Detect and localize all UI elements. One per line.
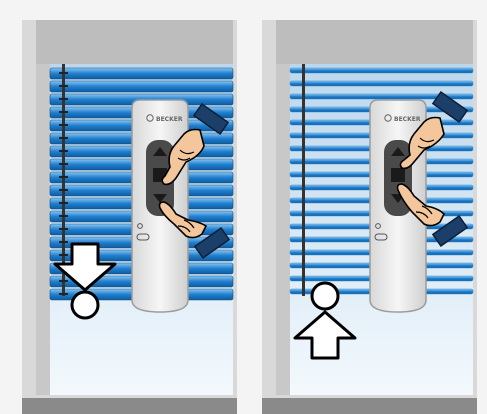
blind-slat [290,68,473,73]
cord-bead [59,293,68,295]
window-pelmet [276,20,473,64]
cord-bead [59,254,68,256]
person-head [72,292,98,318]
person-head [312,283,338,309]
cord-bead [59,124,68,126]
cord-bead [59,163,68,165]
stop-button[interactable] [391,168,405,182]
cord-bead [59,85,68,87]
cord-bead [59,111,68,113]
cord-bead [59,241,68,243]
cord-bead [59,137,68,139]
cord-bead [59,228,68,230]
window-side-left [36,64,50,395]
remote-brand: BECKER [394,116,421,123]
window-sill [22,398,237,414]
cord-bead [59,72,68,74]
cord-bead [59,202,68,204]
blind-slat [50,81,233,92]
cord-bead [59,215,68,217]
cord-bead [59,150,68,152]
blind-slat [50,68,233,79]
panel-left: BECKER [22,20,237,414]
cord-bead [59,280,68,282]
window-sill [262,398,477,414]
cord-bead [59,176,68,178]
panel-right: BECKER [262,20,477,414]
cord-bead [59,189,68,191]
window-side-left [276,64,290,395]
window-pelmet [36,20,233,64]
cord-bead [59,98,68,100]
remote-brand: BECKER [156,116,183,123]
blind-slat [290,81,473,86]
blind-cord [302,64,305,296]
